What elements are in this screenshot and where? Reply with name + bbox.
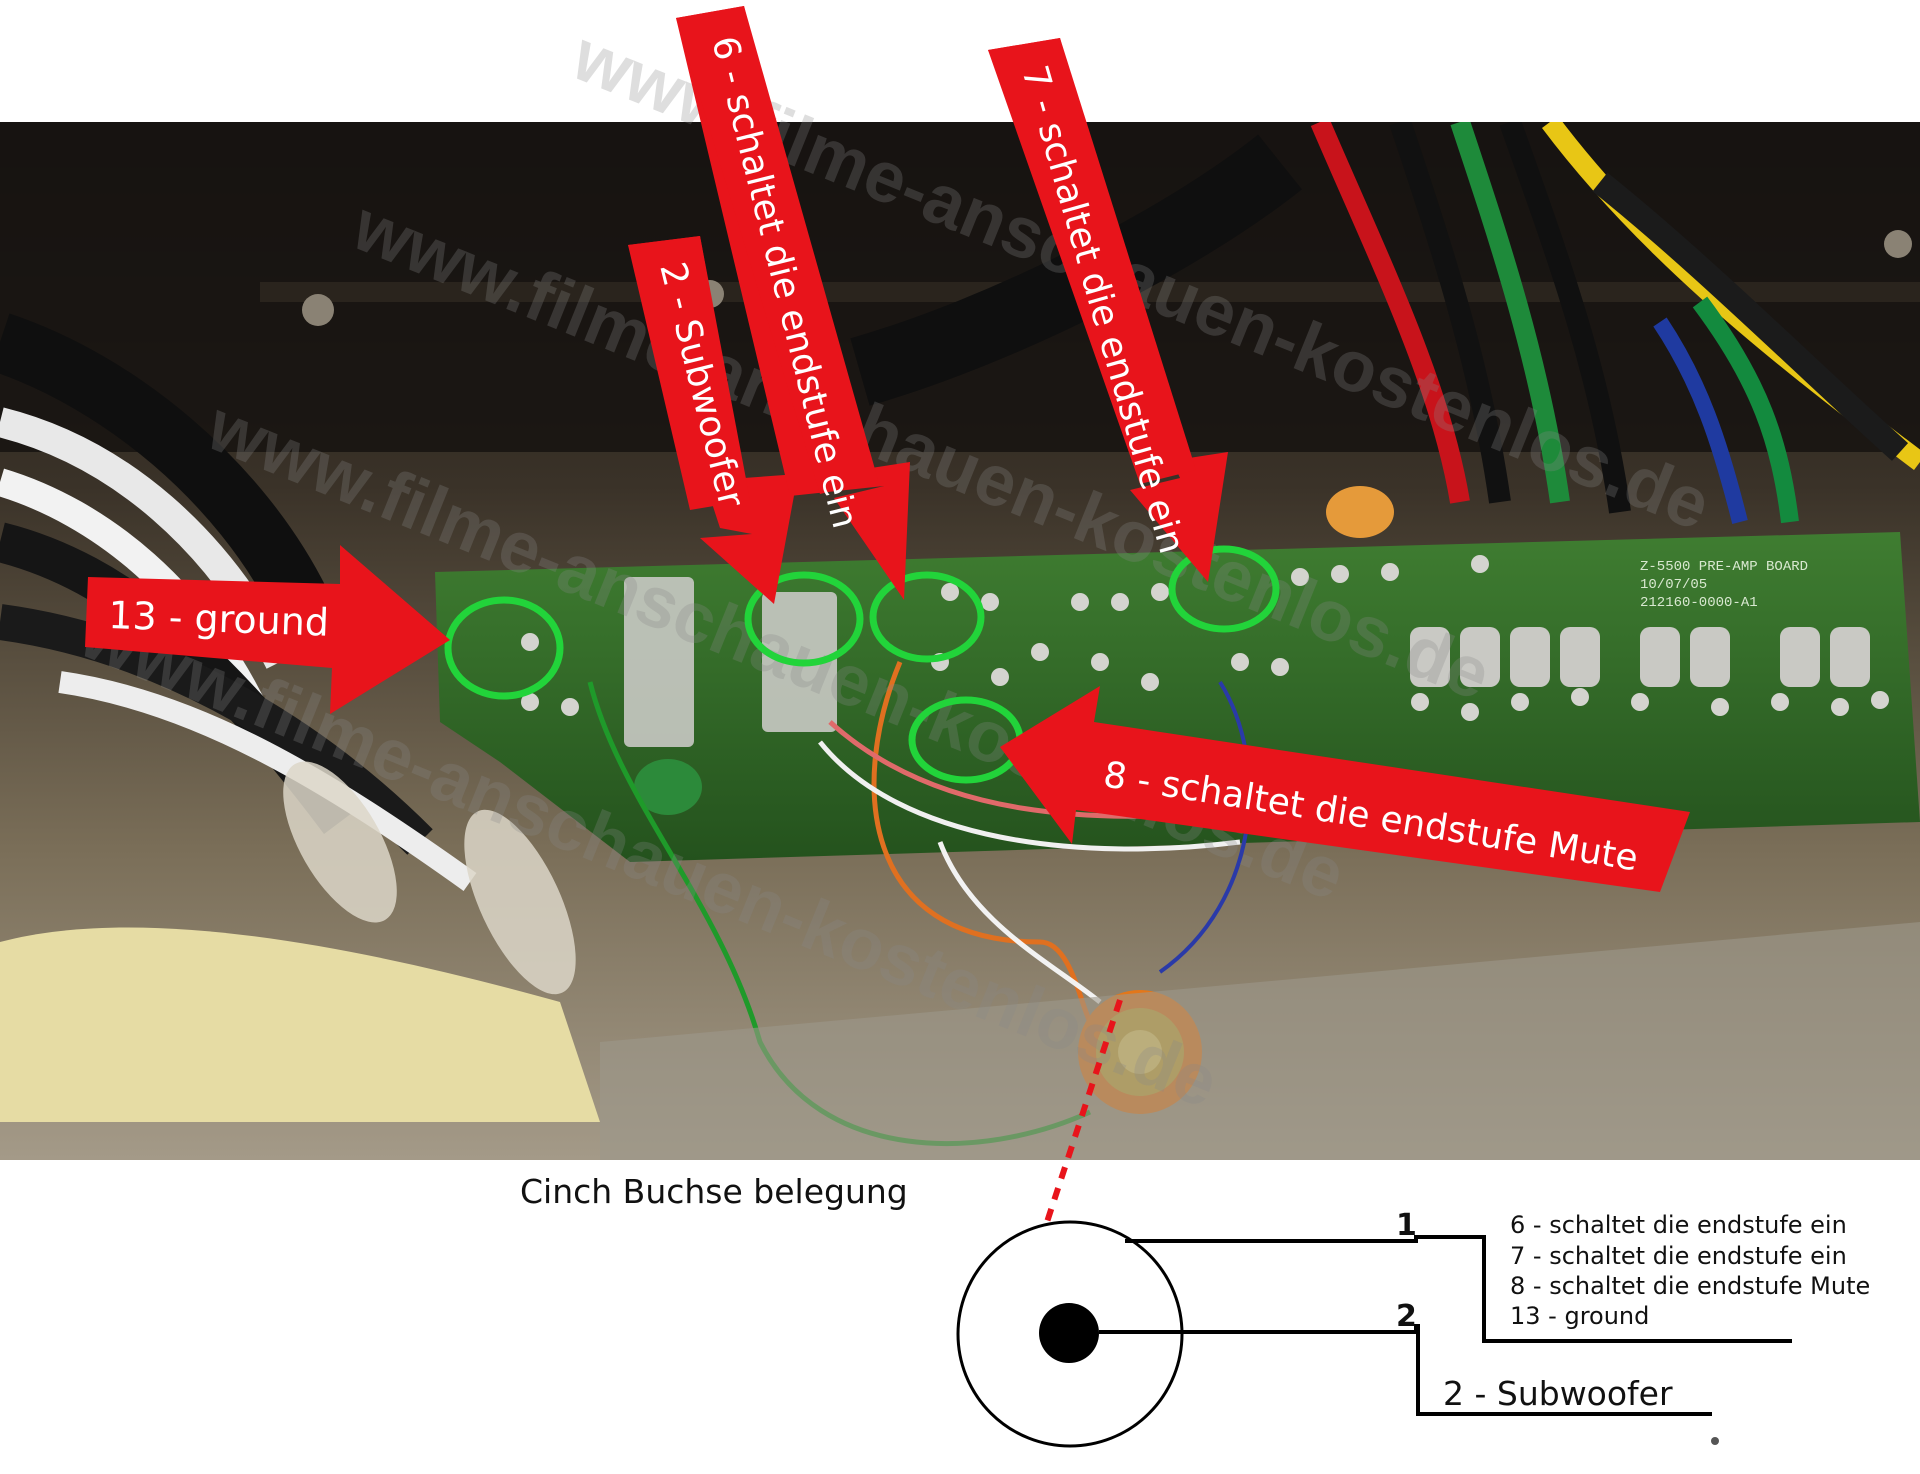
board-date: 10/07/05 — [1640, 577, 1707, 593]
legend-line-1: 6 - schaltet die endstufe ein — [1510, 1211, 1847, 1239]
board-part: 212160-0000-A1 — [1640, 595, 1758, 611]
board-title: Z-5500 PRE-AMP BOARD — [1640, 559, 1808, 575]
circle-subwoofer — [744, 571, 864, 667]
legend-line-2: 7 - schaltet die endstufe ein — [1510, 1242, 1847, 1270]
amplifier-board-photo: Z-5500 PRE-AMP BOARD 10/07/05 212160-000… — [0, 122, 1920, 1160]
circle-ground — [444, 596, 564, 700]
diagram-title: Cinch Buchse belegung — [520, 1172, 908, 1211]
circle-pin7 — [1168, 545, 1280, 633]
legend-line-4: 13 - ground — [1510, 1302, 1649, 1330]
arrow-ground: 13 - ground — [85, 545, 450, 714]
circle-pin6 — [869, 571, 985, 663]
watermark-2: www.filme-anschauen-kostenlos.de — [342, 185, 1502, 716]
legend-line-3: 8 - schaltet die endstufe Mute — [1510, 1272, 1870, 1300]
pin1-label: 1 — [1396, 1208, 1417, 1243]
label-ground: 13 - ground — [108, 593, 330, 645]
pin2-label: 2 — [1396, 1299, 1417, 1334]
subwoofer-label: 2 - Subwoofer — [1443, 1374, 1673, 1413]
cinch-pinout-diagram: Cinch Buchse belegung 1 2 6 - schaltet d… — [520, 1172, 1870, 1448]
watermark-4: www.filme-anschauen-kostenlos.de — [69, 593, 1229, 1124]
rca-jack-center-pin — [1039, 1303, 1099, 1363]
